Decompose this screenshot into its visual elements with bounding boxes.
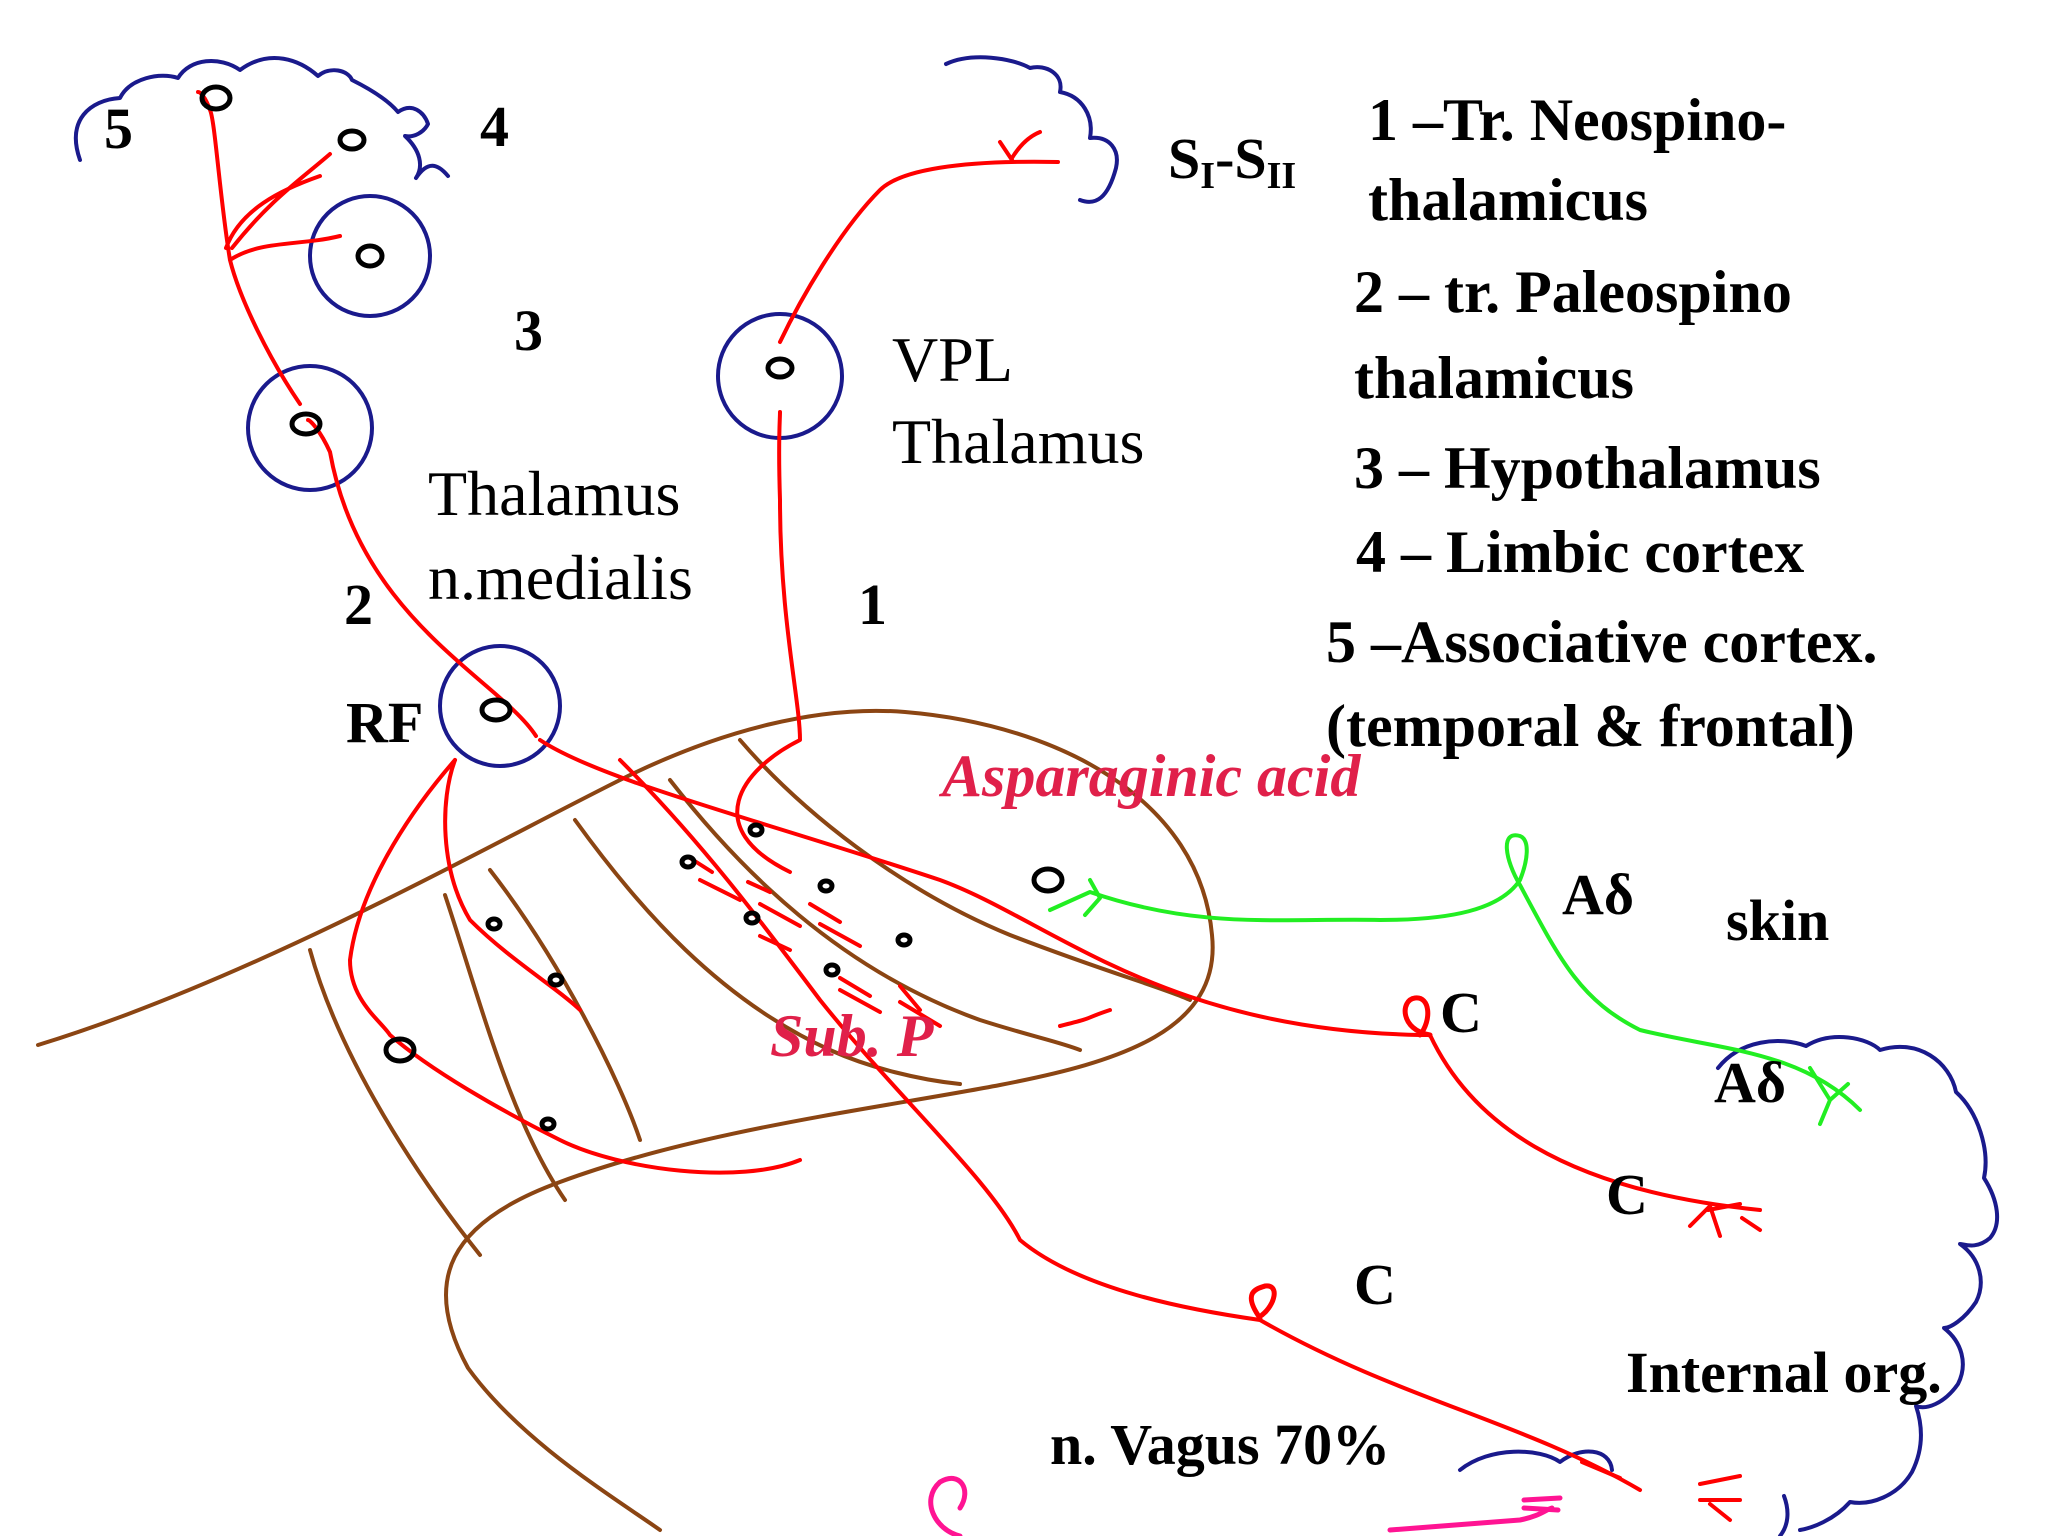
cell-body-5: [199, 84, 233, 112]
c-label-top: C: [1440, 980, 1482, 1045]
cell-body-vpl: [765, 356, 795, 380]
a-delta-synapse: [1083, 878, 1102, 917]
region-5-label: 5: [104, 96, 133, 161]
c-label-low: C: [1354, 1252, 1396, 1317]
c-fiber-1: [538, 738, 1432, 1037]
cell-body-interneuron-8: [547, 972, 565, 988]
legend-line-7: 5 –Associative cortex.: [1326, 609, 1878, 675]
cell-body-interneuron-4: [743, 910, 761, 926]
cell-body-neospino: [1031, 866, 1065, 894]
cortex-s-sub2: II: [1266, 155, 1297, 197]
a-delta-ending: [1808, 1066, 1850, 1126]
cell-body-interneuron-5: [895, 932, 913, 948]
internal-organ-outline: [1716, 1035, 2000, 1532]
spinal-lamina-1: [738, 738, 1192, 1002]
rf-label: RF: [346, 690, 424, 755]
sub-p-interneurons: [688, 856, 1742, 1522]
thalamus-medialis-line1: Thalamus: [428, 458, 681, 529]
cell-body-interneuron-3: [817, 878, 835, 894]
cell-body-interneuron-6: [823, 962, 841, 978]
legend-line-5: 3 – Hypothalamus: [1354, 435, 1821, 501]
tract-1-label: 1: [858, 572, 887, 637]
internal-org-label: Internal org.: [1626, 1340, 1942, 1405]
spinal-lamina-5: [443, 893, 567, 1202]
neospinothalamic-tract: [735, 130, 1060, 874]
legend-line-6: 4 – Limbic cortex: [1356, 519, 1805, 585]
vpl-label-line1: VPL: [892, 324, 1013, 395]
cell-body-interneuron-2: [679, 854, 697, 870]
region-4-label: 4: [480, 94, 509, 159]
cortex-s: S: [1168, 126, 1201, 191]
legend-line-8: (temporal & frontal): [1326, 693, 1855, 759]
region-3-label: 3: [514, 298, 543, 363]
thalamus-medialis-line2: n.medialis: [428, 542, 693, 613]
c-ending-skin: [1688, 1202, 1762, 1238]
cortex-dash: -S: [1215, 126, 1267, 191]
a-delta-label-skin: Aδ: [1714, 1050, 1786, 1115]
legend-line-3: 2 – tr. Paleospino: [1354, 259, 1792, 325]
cell-body-interneuron-9: [539, 1116, 557, 1132]
c-fiber-2: [1428, 1033, 1762, 1212]
cell-body-ventral: [383, 1036, 417, 1064]
a-delta-label-top: Aδ: [1562, 862, 1634, 927]
thalamus-medialis-nucleus: [246, 364, 374, 492]
c-receptor-loop-low: [1248, 1283, 1277, 1321]
c-fiber-3: [618, 758, 1642, 1492]
cell-body-interneuron-7: [485, 916, 503, 932]
vagus-label: n. Vagus 70%: [1050, 1412, 1391, 1477]
asparaginic-acid-label: Asparaginic acid: [942, 743, 1361, 809]
associative-cortex-outline: [73, 56, 450, 180]
vpl-label-line2: Thalamus: [892, 406, 1145, 477]
cell-body-rf: [479, 697, 513, 723]
cell-body-3: [355, 243, 385, 269]
legend-line-2: thalamicus: [1368, 167, 1649, 233]
spinal-lamina-3: [573, 818, 962, 1086]
c-label-mid: C: [1606, 1162, 1648, 1227]
skin-label: skin: [1726, 888, 1830, 953]
sensory-cortex-outline: [944, 55, 1119, 204]
spinal-lamina-4: [488, 868, 642, 1142]
cell-body-4: [337, 128, 367, 152]
legend-line-1: 1 –Tr. Neospino-: [1368, 87, 1787, 153]
spinal-cord-outline: [36, 708, 1215, 1532]
cortex-s-sub1: I: [1200, 155, 1216, 197]
tract-2-label: 2: [344, 572, 373, 637]
c-receptor-loop-top: [1402, 995, 1433, 1038]
somatosensory-cortex-label: SI-SII: [1168, 130, 1297, 197]
rf-descending-2: [443, 758, 582, 1012]
reticular-formation-nucleus: [438, 644, 562, 768]
intestine-outline: [1458, 1449, 1790, 1536]
cell-body-interneuron-1: [747, 822, 765, 838]
substance-p-label: Sub. P: [770, 1003, 934, 1069]
rf-descending-1: [348, 758, 802, 1175]
hypothalamus-nucleus: [308, 194, 432, 318]
cell-body-thalamus: [289, 411, 323, 437]
spinal-lamina-2: [668, 778, 1082, 1052]
spinal-lamina-6: [308, 948, 482, 1257]
a-delta-fiber: [1048, 833, 1862, 1112]
vagus-nerve: [928, 1475, 1563, 1536]
legend-line-4: thalamicus: [1354, 345, 1635, 411]
